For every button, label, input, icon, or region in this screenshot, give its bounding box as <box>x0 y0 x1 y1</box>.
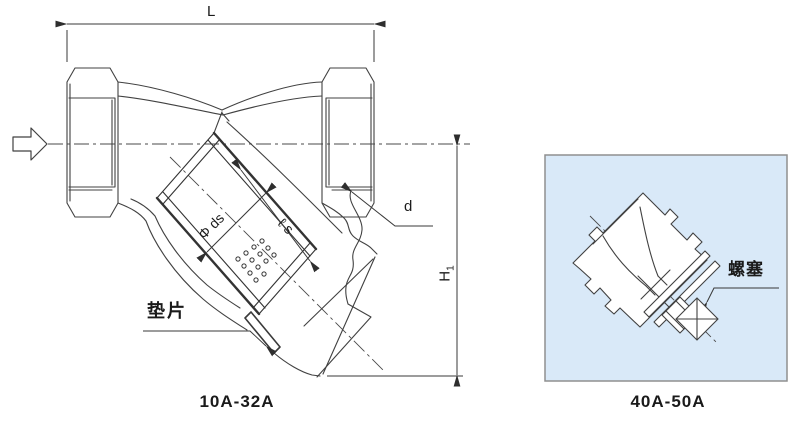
gasket-leader-line <box>143 330 277 357</box>
gasket-strip <box>244 311 281 354</box>
inset-valve-drawing <box>572 192 721 341</box>
height-label-base: H <box>436 270 454 282</box>
thread-leader-line <box>340 182 433 227</box>
main-valve-outline <box>66 67 378 378</box>
screen-perforations <box>235 238 277 283</box>
screen-length-dimension-line <box>231 158 320 273</box>
length-dimension-label: L <box>207 3 216 20</box>
flow-arrow-icon <box>12 127 48 161</box>
inset-flange-band <box>643 250 711 318</box>
inset-body <box>572 192 708 328</box>
plug-cross-icon <box>675 297 719 341</box>
dimension-lines <box>55 20 779 387</box>
thread-diameter-label: d <box>404 198 413 215</box>
strainer-cap <box>273 352 321 377</box>
left-thread-bore <box>68 97 116 191</box>
plug-label: 螺塞 <box>728 260 764 279</box>
caption-small-sizes: 10A-32A <box>199 392 275 411</box>
right-hex-nut <box>321 67 375 218</box>
gasket-label: 垫片 <box>147 301 187 321</box>
height-dimension-label: H1 <box>436 244 457 304</box>
plug-leader-line <box>698 287 779 314</box>
caption-large-sizes: 40A-50A <box>630 392 706 411</box>
left-hex-nut <box>66 67 119 218</box>
height-label-subscript: 1 <box>445 265 457 271</box>
